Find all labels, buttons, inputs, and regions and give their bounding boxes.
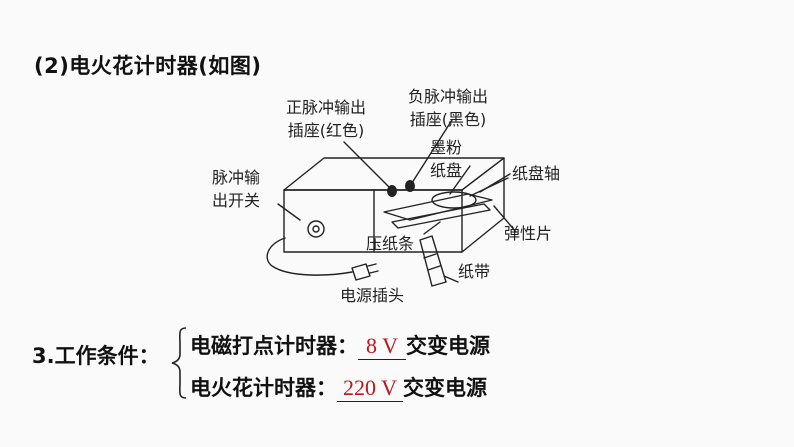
label-power-plug: 电源插头 [340,286,405,305]
condition-suffix: 交变电源 [406,334,490,358]
box-front-face [283,189,375,253]
label-spring-piece: 弹性片 [504,224,553,243]
neg-socket-dot [405,180,415,192]
power-plug [351,263,371,281]
answer-blank: 8 V [358,333,406,360]
label-neg-socket: 负脉冲输出插座(黑色) [408,87,489,129]
box-top-face [283,157,505,191]
spring-piece [383,193,493,221]
box-right-front [373,189,463,253]
label-pos-socket: 正脉冲输出插座(红色) [286,98,367,140]
condition-device: 电火花计时器： [190,376,337,400]
pulse-switch-knob [307,220,325,238]
label-ink-disc: 墨粉纸盘 [430,138,463,180]
condition-device: 电磁打点计时器： [190,334,358,358]
power-cord [266,237,353,276]
left-brace [171,327,187,399]
pos-socket-dot [387,185,397,197]
label-paper-press: 压纸条 [366,234,415,253]
ink-disc [431,191,477,209]
label-reel-axis: 纸盘轴 [512,164,561,183]
label-pulse-switch: 脉冲输出开关 [212,168,261,210]
label-paper-tape: 纸带 [458,262,491,281]
condition-suffix: 交变电源 [403,376,487,400]
section-heading: (2)电火花计时器(如图) [34,54,262,78]
conditions-title: 3.工作条件： [32,344,160,368]
answer-blank: 220 V [337,375,403,402]
paper-press [391,203,491,229]
box-side-face [461,157,505,253]
paper-tape [419,235,447,287]
